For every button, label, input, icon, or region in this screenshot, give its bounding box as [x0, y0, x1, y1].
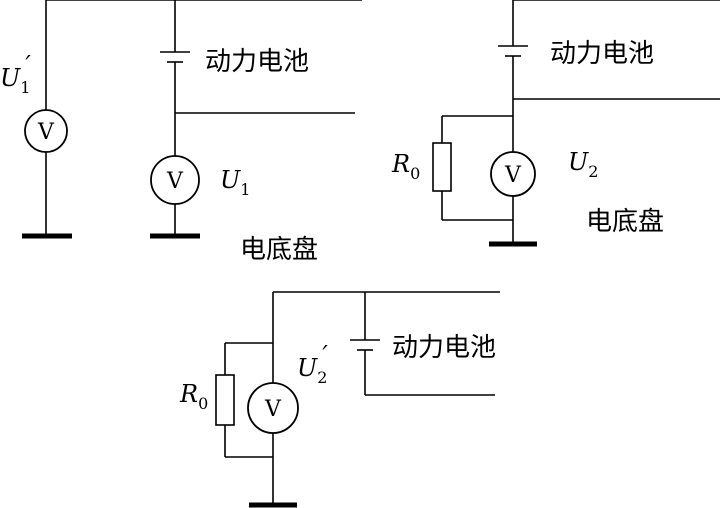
label-u2: U2 — [568, 148, 598, 181]
resistor-r0 — [215, 374, 235, 426]
label-u2-prime: U2′ — [297, 341, 328, 387]
voltmeter-letter: V — [37, 120, 55, 145]
circuit-2: 动力电池 R0 V U2 电底盘 — [391, 0, 720, 247]
battery-label: 动力电池 — [205, 47, 309, 77]
battery-label: 动力电池 — [392, 333, 496, 363]
battery-label: 动力电池 — [550, 39, 654, 69]
label-u1-prime: U1′ — [0, 51, 31, 97]
label-u1: U1 — [220, 166, 250, 199]
chassis-label: 电底盘 — [240, 235, 318, 265]
circuit-1: V U1′ 动力电池 V U1 电底盘 — [0, 0, 362, 265]
circuit-3: 动力电池 R0 V U2′ — [179, 291, 500, 508]
voltmeter-letter: V — [264, 397, 282, 422]
voltmeter-u1-prime — [24, 109, 68, 153]
chassis-label: 电底盘 — [586, 207, 664, 237]
voltmeter-letter: V — [166, 169, 184, 194]
resistor-r0 — [432, 142, 452, 192]
label-r0: R0 — [179, 380, 208, 413]
label-r0: R0 — [391, 150, 420, 183]
voltmeter-letter: V — [504, 163, 522, 188]
